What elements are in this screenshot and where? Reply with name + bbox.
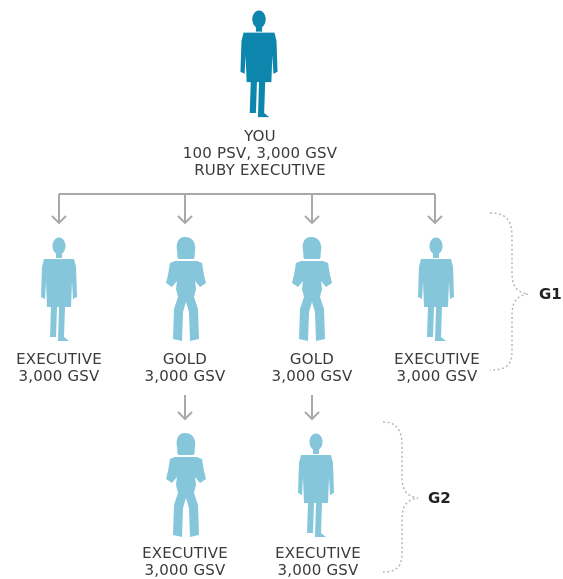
g1-label-3: GOLD 3,000 GSV — [253, 351, 371, 385]
member-gsv: 3,000 GSV — [18, 367, 100, 385]
g2-connector — [177, 395, 320, 420]
g2-label-1: EXECUTIVE 3,000 GSV — [126, 545, 244, 579]
member-gsv: 3,000 GSV — [396, 367, 478, 385]
member-gsv: 3,000 GSV — [271, 367, 353, 385]
g1-figure-4 — [418, 237, 454, 341]
g2-figure-2 — [298, 433, 334, 537]
you-label: YOU 100 PSV, 3,000 GSV RUBY EXECUTIVE — [160, 128, 360, 179]
g1-label-2: GOLD 3,000 GSV — [126, 351, 244, 385]
g2-figure-1 — [166, 433, 206, 537]
g1-label-1: EXECUTIVE 3,000 GSV — [0, 351, 118, 385]
g1-figure-1 — [41, 237, 77, 341]
g1-group-label: G1 — [539, 285, 562, 303]
member-rank: EXECUTIVE — [275, 544, 361, 562]
g1-label-4: EXECUTIVE 3,000 GSV — [378, 351, 496, 385]
g2-group-label: G2 — [428, 489, 451, 507]
g1-figure-2 — [166, 237, 206, 341]
member-gsv: 3,000 GSV — [144, 561, 226, 579]
g1-brace — [489, 212, 529, 371]
you-volume: 100 PSV, 3,000 GSV — [182, 144, 338, 162]
you-rank: RUBY EXECUTIVE — [194, 161, 326, 179]
you-title: YOU — [244, 127, 276, 145]
member-rank: EXECUTIVE — [142, 544, 228, 562]
you-figure — [240, 10, 278, 118]
member-rank: EXECUTIVE — [394, 350, 480, 368]
member-gsv: 3,000 GSV — [144, 367, 226, 385]
g1-figure-3 — [292, 237, 332, 341]
member-rank: GOLD — [162, 350, 208, 368]
member-gsv: 3,000 GSV — [277, 561, 359, 579]
g2-label-2: EXECUTIVE 3,000 GSV — [259, 545, 377, 579]
g1-connector — [51, 193, 443, 224]
member-rank: GOLD — [289, 350, 335, 368]
member-rank: EXECUTIVE — [16, 350, 102, 368]
g2-brace — [382, 421, 419, 573]
